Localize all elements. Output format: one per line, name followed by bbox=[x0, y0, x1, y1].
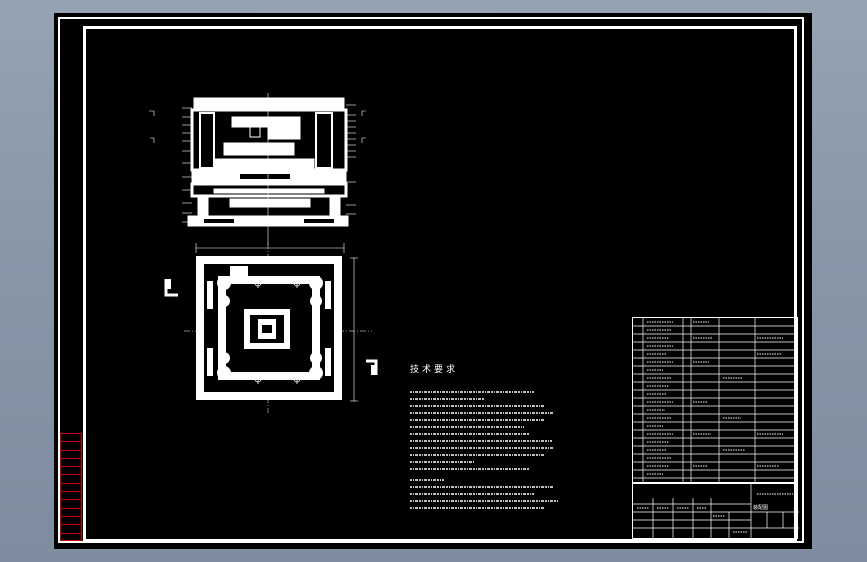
notes-title: 技术要求 bbox=[410, 365, 459, 375]
section-leaders bbox=[149, 93, 366, 245]
title-block: 装配图 bbox=[632, 483, 799, 540]
title-block-grid bbox=[633, 484, 799, 540]
sheet-title: 装配图 bbox=[753, 505, 769, 511]
mold-assembly-drawing bbox=[149, 93, 378, 413]
bill-of-materials bbox=[632, 317, 798, 483]
notes-scribble bbox=[410, 391, 559, 509]
inner-border bbox=[83, 26, 797, 542]
bom-grid bbox=[633, 318, 797, 482]
drawing-sheet: 技术要求 bbox=[54, 13, 812, 549]
plan-view bbox=[164, 243, 378, 413]
outer-border bbox=[58, 17, 804, 543]
revision-block bbox=[60, 433, 82, 541]
technical-requirements: 技术要求 bbox=[404, 362, 614, 519]
